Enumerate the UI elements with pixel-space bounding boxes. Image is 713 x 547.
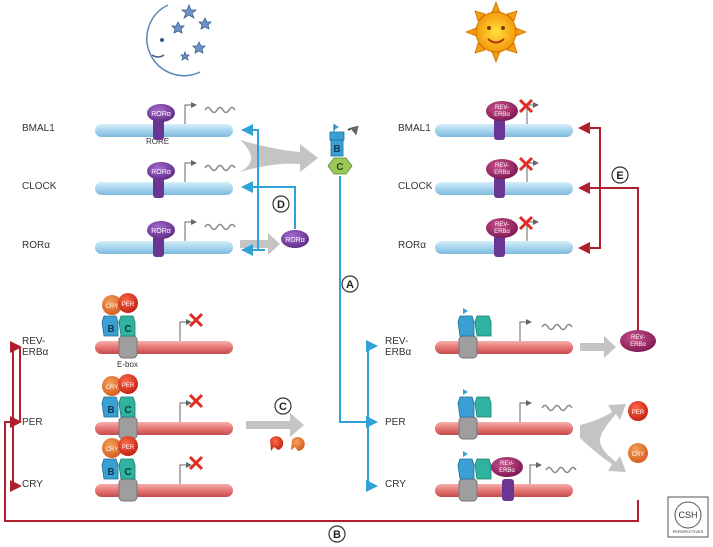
night-rora-gene: RORα: [95, 219, 236, 257]
degraded-per-cry: [270, 436, 305, 451]
day-rora-label: RORα: [398, 240, 427, 251]
svg-text:CRY: CRY: [106, 447, 119, 453]
left-per-label: PER: [22, 417, 43, 428]
left-cry-label: CRY: [22, 479, 43, 490]
degradation-arrow: [246, 413, 304, 437]
svg-text:B: B: [107, 405, 114, 416]
svg-text:ERBα: ERBα: [494, 112, 510, 118]
night-clock-ror-protein: [147, 162, 175, 180]
night-bmal1-gene: RORα: [95, 102, 236, 140]
svg-text:C: C: [336, 162, 343, 173]
svg-text:ERBα: ERBα: [499, 468, 515, 474]
left-reverb-line1: REV-: [22, 336, 46, 347]
right-cry-label: CRY: [385, 479, 406, 490]
left-reverb-label: REV- ERBα: [22, 336, 48, 358]
svg-text:REV-: REV-: [495, 163, 509, 169]
label-e: E: [616, 170, 623, 182]
svg-text:RORα: RORα: [285, 237, 305, 244]
reverb-translation-arrow: [580, 336, 616, 358]
svg-text:PERSPECTIVES: PERSPECTIVES: [673, 529, 704, 534]
svg-text:PER: PER: [122, 445, 135, 451]
svg-text:C: C: [124, 324, 131, 335]
night-clock-gene: RORα: [95, 160, 236, 198]
svg-text:B: B: [333, 144, 340, 155]
sun-icon: [464, 0, 528, 64]
svg-text:RORα: RORα: [151, 228, 171, 235]
svg-text:REV-: REV-: [500, 461, 514, 467]
right-reverb-gene: [435, 308, 573, 359]
right-per-label: PER: [385, 417, 406, 428]
svg-text:RORα: RORα: [151, 111, 171, 118]
svg-text:CRY: CRY: [632, 452, 645, 458]
left-per-gene: B C CRY PER: [95, 374, 233, 440]
svg-text:CRY: CRY: [106, 385, 119, 391]
feedback-b-bracket: [4, 341, 639, 522]
night-bmal1-ror-protein: [147, 104, 175, 122]
svg-text:REV-: REV-: [495, 105, 509, 111]
csh-logo-icon: CSH PERSPECTIVES: [667, 496, 709, 538]
svg-text:C: C: [124, 405, 131, 416]
label-d-circle: [272, 195, 290, 213]
label-d: D: [277, 199, 285, 211]
moon-stars-icon: [146, 3, 212, 77]
rore-label: RORE: [146, 137, 170, 146]
day-clock-label: CLOCK: [398, 181, 433, 192]
left-reverb-line2: ERBα: [22, 347, 49, 358]
label-e-circle: [611, 166, 629, 184]
svg-text:B: B: [107, 324, 114, 335]
right-reverb-line1: REV-: [385, 336, 409, 347]
night-clock-label: CLOCK: [22, 181, 57, 192]
svg-text:C: C: [124, 467, 131, 478]
ebox-label: E-box: [117, 360, 138, 369]
night-rora-ror-protein: [147, 221, 175, 239]
right-reverb-label: REV- ERBα: [385, 336, 411, 358]
svg-text:B: B: [107, 467, 114, 478]
arrow-a: [339, 176, 378, 492]
night-rora-label: RORα: [22, 240, 51, 251]
svg-text:PER: PER: [122, 302, 135, 308]
label-b-circle: [328, 525, 346, 543]
svg-text:PER: PER: [632, 410, 645, 416]
right-per-gene: [435, 389, 573, 440]
bmal1-clock-complex: B C: [327, 124, 359, 175]
feedback-d-bracket: [241, 124, 296, 256]
day-clock-gene: REV- ERBα: [435, 156, 573, 198]
left-cry-gene: B C CRY PER: [95, 436, 233, 502]
day-rora-gene: REV- ERBα: [435, 215, 573, 257]
day-bmal1-label: BMAL1: [398, 123, 431, 134]
svg-text:ERBα: ERBα: [494, 170, 510, 176]
feedback-e-bracket: [578, 122, 639, 332]
day-bmal1-gene: REV- ERBα: [435, 98, 573, 140]
svg-text:ERBα: ERBα: [630, 342, 646, 348]
per-cry-translation-arrow: [580, 404, 626, 472]
svg-text:REV-: REV-: [495, 222, 509, 228]
left-reverb-gene: B C CRY PER: [95, 293, 233, 359]
svg-text:ERBα: ERBα: [494, 229, 510, 235]
right-cry-gene: REV- ERBα: [435, 451, 577, 502]
translation-arrow: [240, 140, 318, 172]
free-cry-protein: [628, 443, 648, 463]
svg-text:RORα: RORα: [151, 169, 171, 176]
night-bmal1-label: BMAL1: [22, 123, 55, 134]
label-c-circle: [274, 397, 292, 415]
svg-text:CRY: CRY: [106, 304, 119, 310]
label-b: B: [333, 529, 341, 541]
ror-translation-arrow: [240, 233, 280, 255]
free-ror-protein: [281, 230, 309, 248]
label-a: A: [346, 279, 354, 291]
free-reverb-protein: [620, 330, 656, 352]
right-reverb-line2: ERBα: [385, 347, 412, 358]
svg-text:PER: PER: [122, 383, 135, 389]
svg-text:REV-: REV-: [631, 335, 645, 341]
label-a-circle: [341, 275, 359, 293]
free-per-protein: [628, 401, 648, 421]
label-c: C: [279, 401, 287, 413]
svg-text:CSH: CSH: [678, 510, 697, 520]
